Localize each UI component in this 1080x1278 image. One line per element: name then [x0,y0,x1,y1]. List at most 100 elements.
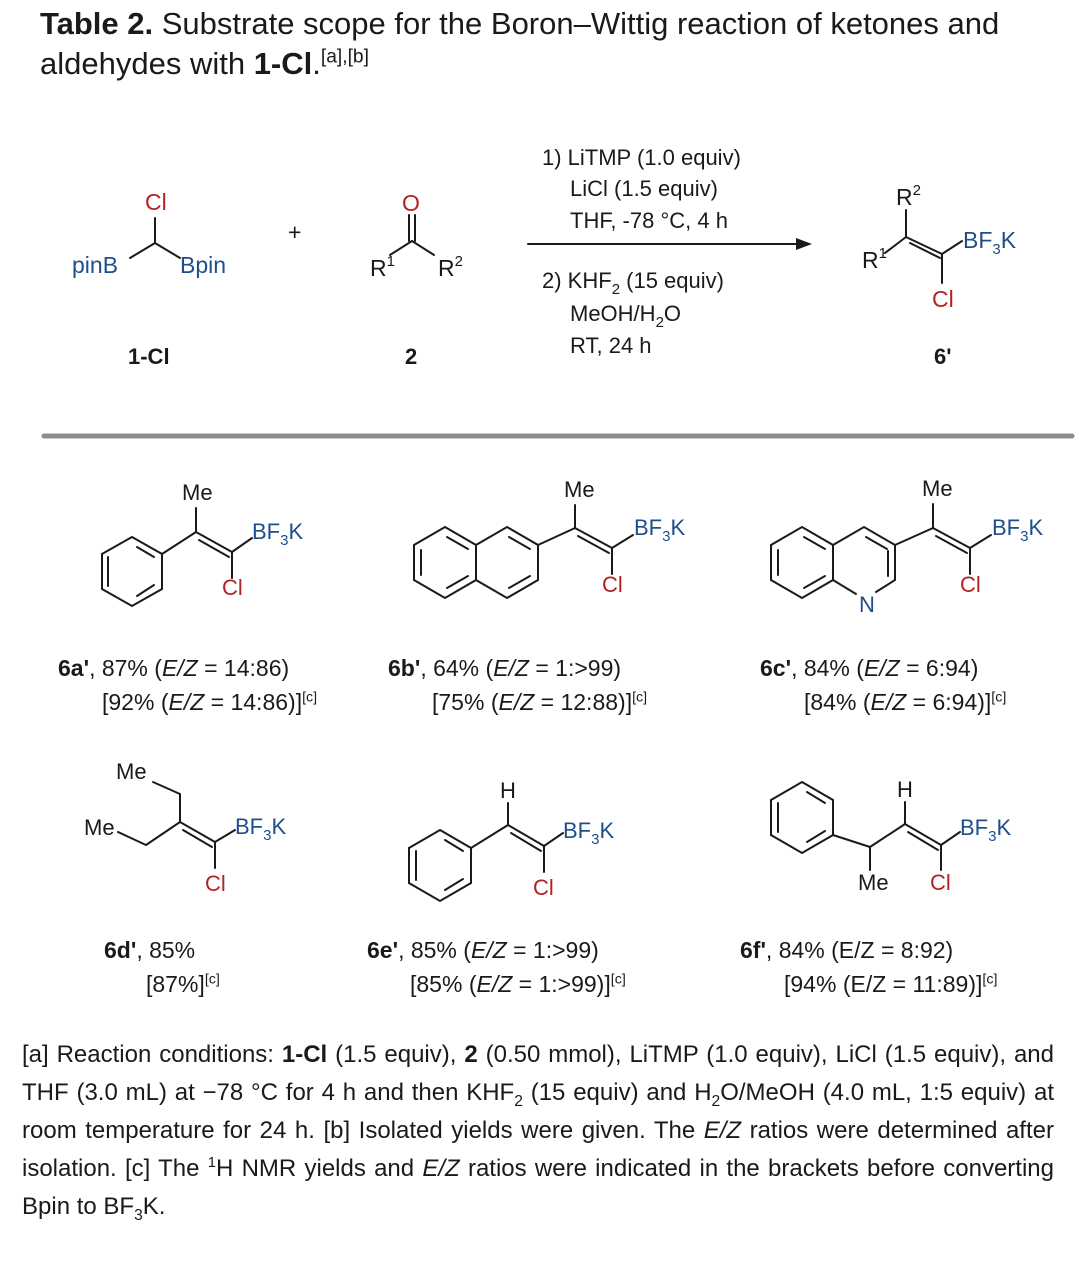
compound-label: 6' [934,344,951,369]
atom-label: Cl [222,575,243,600]
atom-label: R1 [370,253,395,281]
atom-label: O [402,190,420,216]
bond [905,236,943,255]
bond [574,527,613,549]
table-label: Table 2. [40,6,154,41]
bond [145,821,181,846]
condition-line: 1) LiTMP (1.0 equiv) [542,145,741,170]
arrow-head [796,238,812,250]
bond [909,242,941,259]
entry-6c-line1: 6c', 84% (E/Z = 6:94) [760,655,979,681]
compound-label: 2 [405,344,417,369]
bond [507,824,545,847]
bond [869,823,906,848]
atom-label: Cl [932,286,954,312]
atom-label: pinB [72,252,118,278]
bond [611,534,634,549]
atom-label: BF3K [634,515,685,545]
bond [231,537,253,553]
atom-label: N [859,592,875,617]
atom-label: Me [564,477,595,502]
bond [940,831,961,846]
atom-label: Bpin [180,252,226,278]
entry-6b-line2: [75% (E/Z = 12:88)][c] [432,689,648,715]
bond [510,832,542,852]
bond [129,242,156,259]
condition-line: RT, 24 h [570,333,652,358]
entry-6b-line1: 6b', 64% (E/Z = 1:>99) [388,655,622,681]
atom-label: Cl [930,870,951,895]
atom-label: Me [182,480,213,505]
atom-label: BF3K [252,519,303,549]
bond [537,527,576,546]
bond [884,236,907,254]
atom-label: Cl [145,189,167,215]
atom-label: Me [116,759,147,784]
condition-line: 2) KHF2 (15 equiv) [542,268,724,298]
condition-line: THF, -78 °C, 4 h [570,208,728,233]
table-title: Table 2. Substrate scope for the Boron–W… [40,6,1000,81]
bond [543,832,564,847]
plus-sign: + [288,219,301,245]
atom-label: Cl [533,875,554,900]
condition-line: MeOH/H2O [570,301,681,331]
benzene-ring [770,525,834,600]
bond [894,527,934,546]
entry-6f-line1: 6f', 84% (E/Z = 8:92) [740,937,954,963]
bond [152,781,181,795]
benzene-ring [408,828,472,903]
pyridine-ring [832,525,896,593]
title-notes: [a],[b] [320,46,369,68]
atom-label: BF3K [960,815,1011,845]
condition-line: LiCl (1.5 equiv) [570,176,718,201]
bond [470,824,509,849]
benzene-ring [101,535,163,608]
bond [932,527,971,549]
title-text: Substrate scope for the Boron–Wittig rea… [40,6,1000,81]
entry-6f-line2: [94% (E/Z = 11:89)][c] [784,971,998,997]
atom-label: Me [922,476,953,501]
bond [214,829,236,843]
atom-label: BF3K [992,515,1043,545]
bond [935,535,968,554]
atom-label: H [500,778,516,803]
bond [832,834,871,848]
bond [195,531,233,553]
bond [117,831,147,846]
compound-label: 1-Cl [128,344,170,369]
bond [907,831,939,851]
entry-6e-line2: [85% (E/Z = 1:>99)][c] [410,971,626,997]
atom-label: Cl [960,572,981,597]
benzene-ring [413,525,477,600]
bond [198,539,230,558]
entry-6e-line1: 6e', 85% (E/Z = 1:>99) [367,937,599,963]
entry-6d-line1: 6d', 85% [104,937,196,963]
entry-6a-line2: [92% (E/Z = 14:86)][c] [102,689,318,715]
atom-label: BF3K [563,818,614,848]
atom-label: Me [84,815,115,840]
atom-label: BF3K [963,227,1017,258]
benzene-ring [475,525,539,600]
atom-label: R1 [862,245,887,273]
bond [941,240,963,255]
bond [577,535,610,554]
table-footnote: [a] Reaction conditions: 1-Cl (1.5 equiv… [22,1041,1054,1224]
atom-label: R2 [896,182,921,210]
bond [154,242,181,259]
bond [389,240,413,256]
entry-6d-line2: [87%][c] [146,971,220,997]
bond [179,821,216,843]
atom-label: H [897,777,913,802]
entry-6c-line2: [84% (E/Z = 6:94)][c] [804,689,1007,715]
atom-label: BF3K [235,814,286,844]
entry-6a-line1: 6a', 87% (E/Z = 14:86) [58,655,290,681]
benzene-ring [770,780,834,855]
atom-label: Me [858,870,889,895]
atom-label: Cl [205,871,226,896]
atom-label: R2 [438,253,463,281]
reaction-scheme: pinB Bpin Cl + O R1 R2 1-Cl 2 1) LiTMP (… [41,145,1075,903]
bond [411,240,435,256]
bond [182,829,213,848]
bond [969,534,992,549]
bond [904,823,942,846]
